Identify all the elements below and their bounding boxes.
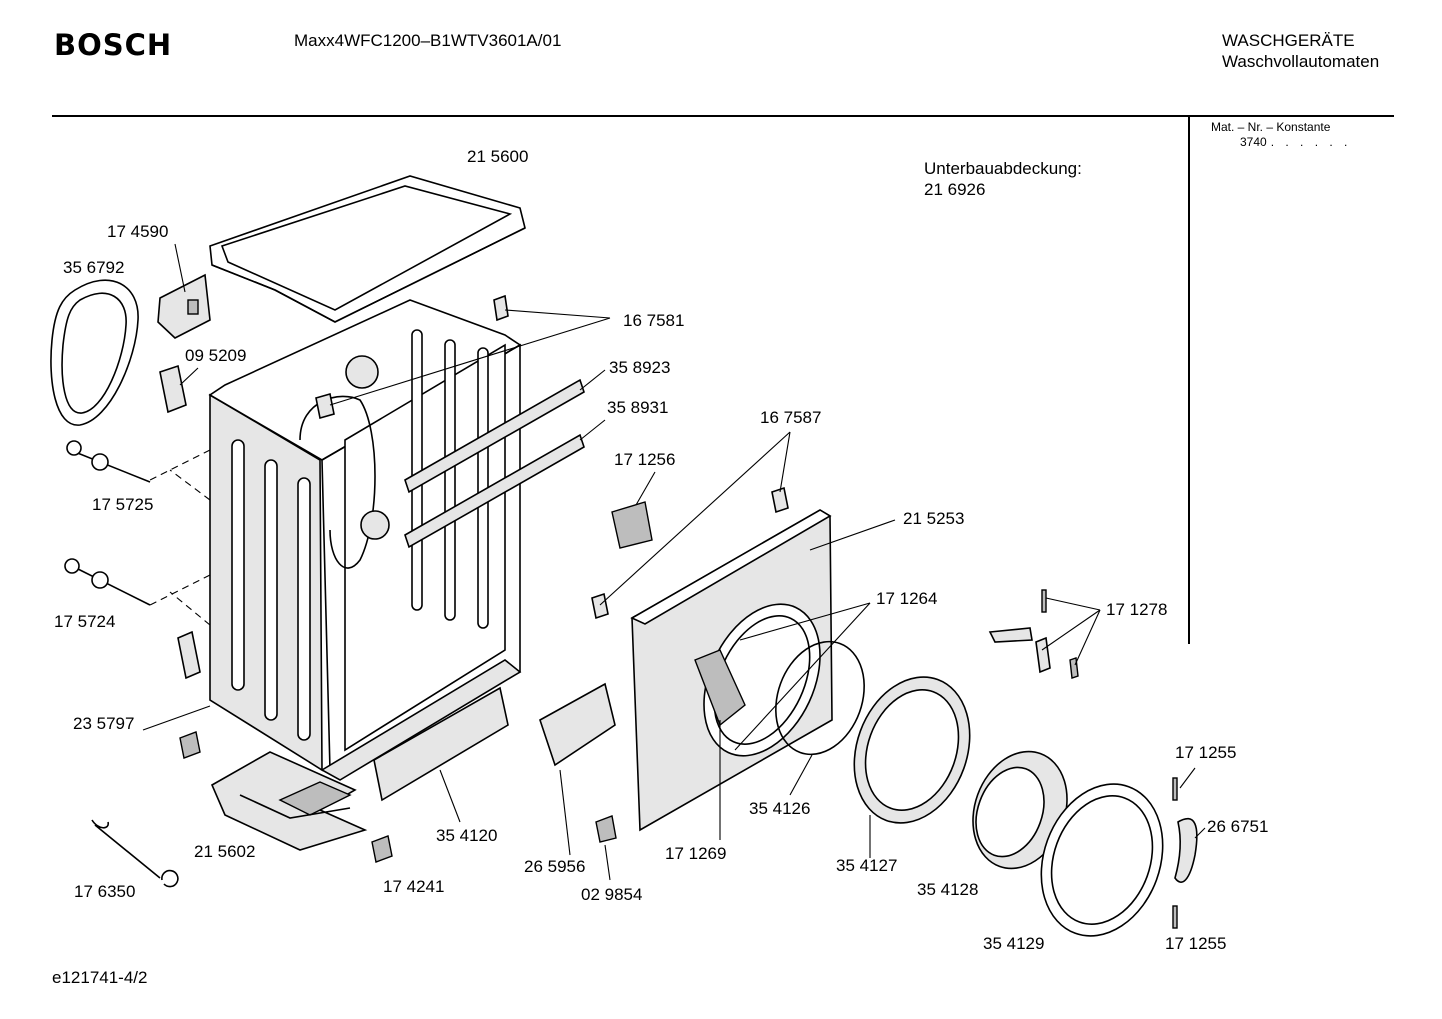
part-label-215253: 21 5253 xyxy=(903,509,965,528)
part-label-167581: 16 7581 xyxy=(623,311,685,330)
part-174590-shape xyxy=(157,273,211,339)
part-label-095209: 09 5209 xyxy=(185,346,247,365)
model-number: Maxx4WFC1200–B1WTV3601A/01 xyxy=(294,31,562,50)
door-ring-drawing xyxy=(853,676,971,824)
category-subtitle: Waschvollautomaten xyxy=(1222,52,1380,71)
mat-nr-number: 3740 xyxy=(1240,135,1267,149)
top-lid-drawing xyxy=(209,175,526,323)
part-label-358931: 35 8931 xyxy=(607,398,669,417)
part-label-175725: 17 5725 xyxy=(92,495,154,514)
part-label-174241: 17 4241 xyxy=(383,877,445,896)
cross-bars-drawing xyxy=(404,378,585,549)
base-plate-drawing xyxy=(210,751,368,851)
brand-logo: BOSCH xyxy=(54,28,173,62)
part-label-235797: 23 5797 xyxy=(73,714,135,733)
part-label-215600: 21 5600 xyxy=(467,147,529,166)
part-label-171278: 17 1278 xyxy=(1106,600,1168,619)
category-title: WASCHGERÄTE xyxy=(1222,31,1355,50)
part-label-171255-bottom: 17 1255 xyxy=(1165,934,1227,953)
front-panel-drawing xyxy=(630,509,833,832)
part-label-354126: 35 4126 xyxy=(749,799,811,818)
part-label-354127: 35 4127 xyxy=(836,856,898,875)
part-label-356792: 35 6792 xyxy=(63,258,125,277)
part-label-171264: 17 1264 xyxy=(876,589,938,608)
part-label-266751: 26 6751 xyxy=(1207,817,1269,836)
part-label-174590: 17 4590 xyxy=(107,222,169,241)
header-divider xyxy=(52,115,1394,117)
part-label-354120: 35 4120 xyxy=(436,826,498,845)
part-label-175724: 17 5724 xyxy=(54,612,116,631)
part-label-176350: 17 6350 xyxy=(74,882,136,901)
part-label-354129: 35 4129 xyxy=(983,934,1045,953)
hardware-drawing xyxy=(64,273,1198,929)
part-label-358923: 35 8923 xyxy=(609,358,671,377)
door-glass-drawing xyxy=(972,750,1068,870)
part-label-354128: 35 4128 xyxy=(917,880,979,899)
door-outer-ring-drawing xyxy=(1040,783,1164,937)
side-divider xyxy=(1188,116,1190,644)
part-label-029854: 02 9854 xyxy=(581,885,643,904)
leader-lines xyxy=(142,243,1206,881)
part-label-171269: 17 1269 xyxy=(665,844,727,863)
document-id: e121741-4/2 xyxy=(52,968,148,987)
mat-nr-dots: . . . . . . xyxy=(1270,135,1352,149)
part-label-215602: 21 5602 xyxy=(194,842,256,861)
part-label-167587: 16 7587 xyxy=(760,408,822,427)
mat-nr-label: Mat. – Nr. – Konstante xyxy=(1211,120,1331,134)
part-label-171256: 17 1256 xyxy=(614,450,676,469)
part-label-171255-top: 17 1255 xyxy=(1175,743,1237,762)
part-label-265956: 26 5956 xyxy=(524,857,586,876)
rubber-ring-drawing xyxy=(50,279,139,426)
door-clamp-drawing xyxy=(775,640,865,756)
note-part-number: 21 6926 xyxy=(924,180,986,199)
note-title: Unterbauabdeckung: xyxy=(924,159,1082,178)
mat-nr-value: 3740. . . . . . xyxy=(1240,135,1351,149)
